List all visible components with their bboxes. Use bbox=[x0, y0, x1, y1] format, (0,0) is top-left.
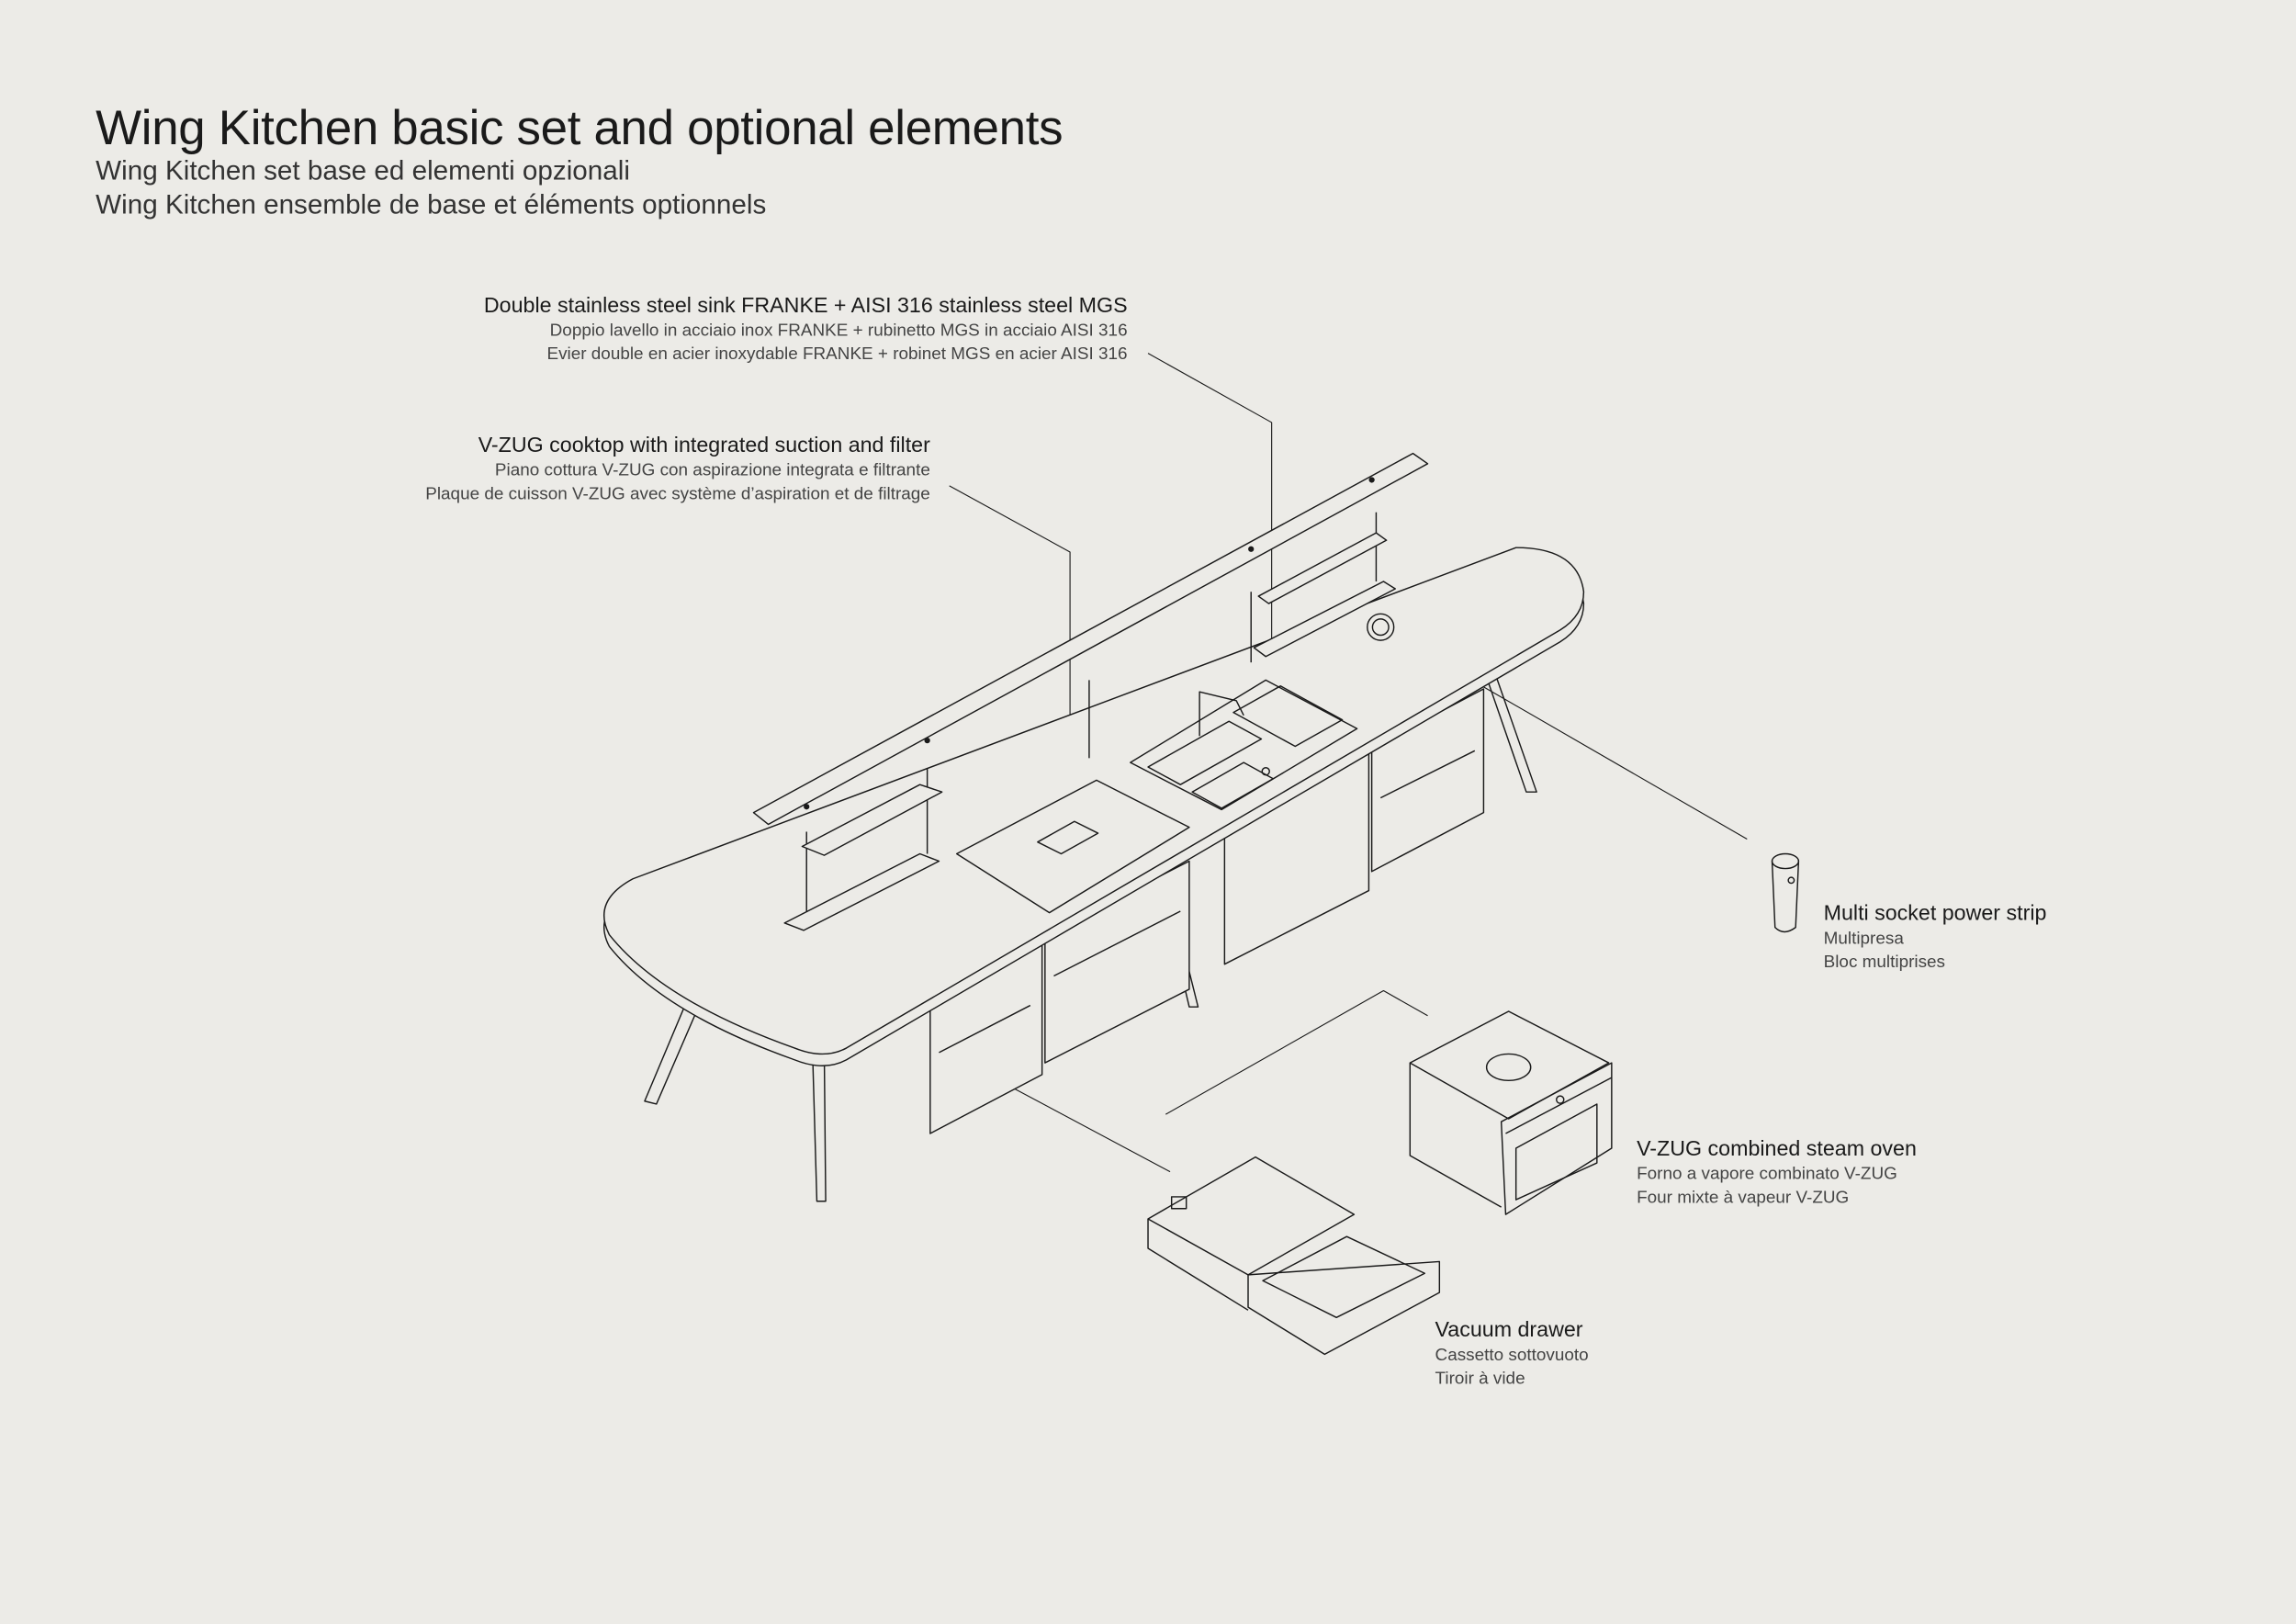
page-subtitle-french: Wing Kitchen ensemble de base et élément… bbox=[96, 188, 767, 220]
callout-french: Evier double en acier inoxydable FRANKE … bbox=[546, 342, 1128, 364]
callout-title: Multi socket power strip bbox=[1823, 902, 2047, 927]
shelf-rail bbox=[752, 452, 1429, 931]
power-strip-drawing bbox=[1771, 852, 1800, 933]
callout-vacuum-drawer: Vacuum drawer Cassetto sottovuoto Tiroir… bbox=[1435, 1317, 1589, 1390]
socket-outlet bbox=[1367, 613, 1395, 641]
callout-french: Plaque de cuisson V-ZUG avec système d’a… bbox=[425, 481, 930, 503]
leader-vacuum-drawer bbox=[993, 1077, 1171, 1173]
vacuum-drawer-drawing bbox=[1147, 1156, 1441, 1356]
table-top bbox=[602, 547, 1585, 1067]
callout-italian: Multipresa bbox=[1823, 927, 1904, 949]
callout-title: Double stainless steel sink FRANKE + AIS… bbox=[483, 294, 1128, 319]
leader-oven bbox=[1165, 989, 1428, 1115]
oven-drawing bbox=[1409, 1010, 1613, 1215]
callout-title: V-ZUG combined steam oven bbox=[1637, 1137, 1917, 1162]
callout-oven: V-ZUG combined steam oven Forno a vapore… bbox=[1637, 1136, 1917, 1209]
callout-italian: Doppio lavello in acciaio inox FRANKE + … bbox=[549, 319, 1128, 341]
callout-sink: Double stainless steel sink FRANKE + AIS… bbox=[484, 293, 1128, 366]
callout-french: Bloc multiprises bbox=[1823, 950, 1946, 971]
callout-french: Tiroir à vide bbox=[1435, 1367, 1525, 1388]
sink bbox=[1130, 679, 1358, 811]
page-title: Wing Kitchen basic set and optional elem… bbox=[96, 99, 1064, 155]
callout-power-strip: Multi socket power strip Multipresa Bloc… bbox=[1824, 901, 2047, 974]
callout-italian: Cassetto sottovuoto bbox=[1435, 1344, 1589, 1365]
leader-sink bbox=[1147, 353, 1273, 744]
callout-italian: Forno a vapore combinato V-ZUG bbox=[1637, 1163, 1897, 1184]
callout-french: Four mixte à vapeur V-ZUG bbox=[1637, 1185, 1850, 1207]
callout-cooktop: V-ZUG cooktop with integrated suction an… bbox=[425, 433, 930, 505]
callout-title: V-ZUG cooktop with integrated suction an… bbox=[478, 434, 930, 458]
page-subtitle-italian: Wing Kitchen set base ed elementi opzion… bbox=[96, 154, 630, 186]
callout-italian: Piano cottura V-ZUG con aspirazione inte… bbox=[494, 459, 930, 480]
callout-title: Vacuum drawer bbox=[1435, 1318, 1583, 1343]
cabinets bbox=[929, 688, 1485, 1134]
cooktop bbox=[955, 779, 1190, 914]
